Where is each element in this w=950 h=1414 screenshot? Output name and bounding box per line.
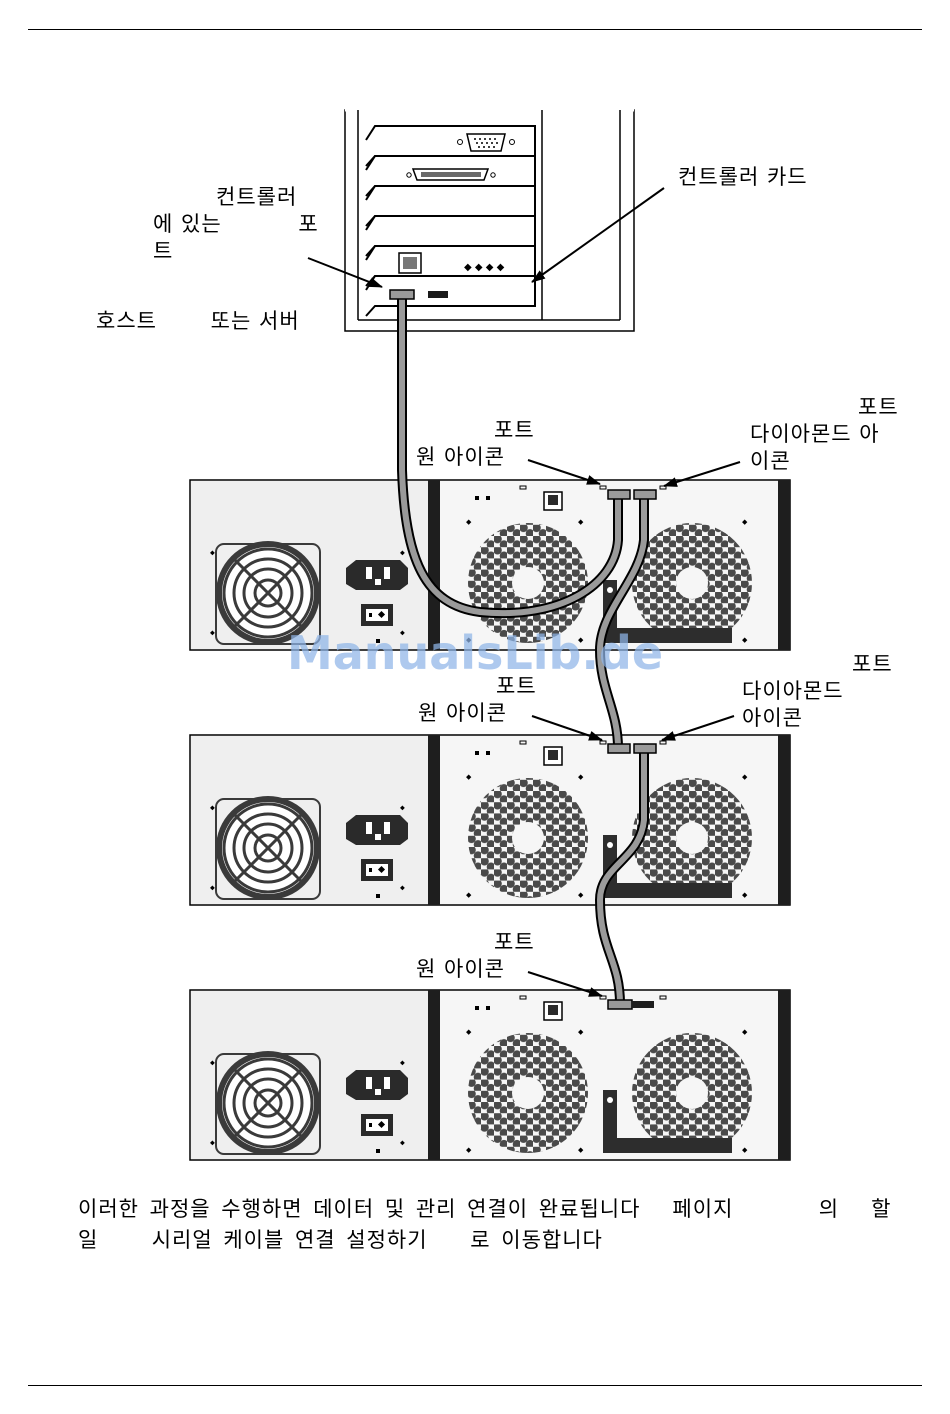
body-paragraph-line2: 일 시리얼 케이블 연결 설정하기 로 이동합니다 xyxy=(78,1225,908,1256)
unit3-circle-icon-label: 원 아이콘 xyxy=(416,957,505,981)
storage-enclosure-2 xyxy=(190,735,790,905)
host-server: ◆ ◆ ◆ ◆ xyxy=(345,110,634,331)
controller-port-label-line2: 에 있는 포 xyxy=(153,212,319,236)
unit2-diamond-icon-label-line1: 다이아몬드 xyxy=(742,679,844,703)
unit1-circle-icon-label: 원 아이콘 xyxy=(416,445,505,469)
body-paragraph: 이러한 과정을 수행하면 데이터 및 관리 연결이 완료됩니다 페이지 의 할 … xyxy=(78,1194,908,1256)
host-server-label: 호스트 또는 서버 xyxy=(96,309,300,333)
controller-port-label-line1: 컨트롤러 xyxy=(216,185,297,209)
body-paragraph-line1: 이러한 과정을 수행하면 데이터 및 관리 연결이 완료됩니다 페이지 의 할 xyxy=(78,1194,908,1225)
unit1-diamond-icon-label-line1: 다이아몬드 아 xyxy=(750,422,880,446)
unit1-port-left-label: 포트 xyxy=(494,418,535,442)
storage-enclosure-1 xyxy=(190,480,790,650)
unit2-diamond-icon-label-line2: 아이콘 xyxy=(742,706,803,730)
controller-port-label-line3: 트 xyxy=(153,239,173,263)
controller-card-label: 컨트롤러 카드 xyxy=(678,165,808,189)
unit2-circle-icon-label: 원 아이콘 xyxy=(418,701,507,725)
watermark: ManualsLib.de xyxy=(0,626,950,680)
storage-enclosure-3 xyxy=(190,990,790,1160)
unit1-diamond-icon-label-line2: 이콘 xyxy=(750,449,791,473)
svg-text:◆ ◆ ◆ ◆: ◆ ◆ ◆ ◆ xyxy=(464,262,505,273)
unit1-port-right-label: 포트 xyxy=(858,395,899,419)
unit3-port-left-label: 포트 xyxy=(494,930,535,954)
